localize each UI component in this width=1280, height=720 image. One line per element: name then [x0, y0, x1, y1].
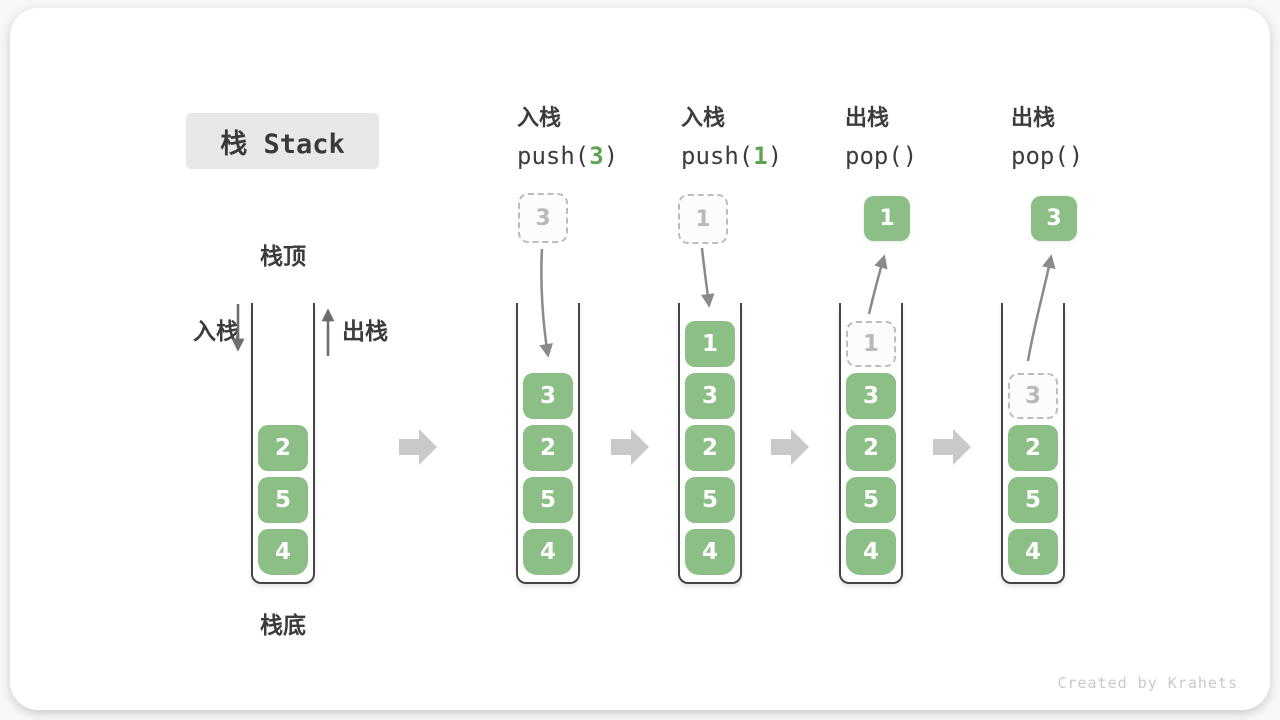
- watermark: Created by Krahets: [1057, 674, 1238, 692]
- stack-cell: 4: [523, 529, 573, 575]
- pop-direction-label: 出栈: [342, 319, 388, 345]
- stack-container-push1: 1 3 2 5 4: [678, 303, 742, 584]
- stack-cell: 5: [846, 477, 896, 523]
- flow-arrow-icon: [933, 429, 971, 465]
- title-box: 栈 Stack: [186, 113, 379, 169]
- incoming-element-box: 3: [518, 193, 568, 243]
- stack-cell: 5: [523, 477, 573, 523]
- code-post: ): [1068, 142, 1084, 170]
- stack-container-initial: 2 5 4: [251, 303, 315, 584]
- incoming-element-value: 1: [695, 206, 711, 232]
- stack-cell: 4: [258, 529, 308, 575]
- popped-element-value: 3: [1046, 206, 1062, 231]
- stack-cell: 3: [846, 373, 896, 419]
- stack-cell: 2: [685, 425, 735, 471]
- push-direction-label: 入栈: [193, 319, 239, 345]
- flow-arrow-icon: [771, 429, 809, 465]
- op-label: 出栈: [845, 106, 890, 131]
- op-code: push(3): [517, 142, 618, 170]
- incoming-element-value: 3: [535, 205, 551, 231]
- stack-cell: 4: [685, 529, 735, 575]
- stack-cell: 1: [685, 321, 735, 367]
- stack-cell: 2: [1008, 425, 1058, 471]
- op-label: 入栈: [517, 106, 562, 131]
- stack-cell: 5: [1008, 477, 1058, 523]
- stack-cell: 4: [1008, 529, 1058, 575]
- op-label: 入栈: [681, 106, 726, 131]
- stack-cell: 5: [685, 477, 735, 523]
- stack-cell: 2: [846, 425, 896, 471]
- code-post: ): [902, 142, 918, 170]
- code-arg: 1: [753, 142, 768, 170]
- stack-cell: 4: [846, 529, 896, 575]
- op-code: pop(): [1011, 142, 1083, 170]
- stack-container-push3: 3 2 5 4: [516, 303, 580, 584]
- column-header-pop3: 出栈 pop(): [1011, 106, 1083, 170]
- code-pre: push(: [517, 142, 590, 170]
- flow-arrow-icon: [611, 429, 649, 465]
- stack-cell: 3: [523, 373, 573, 419]
- popped-element-value: 1: [879, 206, 895, 231]
- popped-element-box: 3: [1031, 196, 1077, 241]
- stack-cell: 2: [258, 425, 308, 471]
- code-pre: pop(: [845, 142, 903, 170]
- flow-arrow-icon: [399, 429, 437, 465]
- stack-cell: 3: [685, 373, 735, 419]
- stack-cell-ghost: 1: [846, 321, 896, 367]
- code-arg: 3: [589, 142, 604, 170]
- incoming-element-box: 1: [678, 194, 728, 244]
- stack-cell: 2: [523, 425, 573, 471]
- stack-cell: 5: [258, 477, 308, 523]
- popped-element-box: 1: [864, 196, 910, 241]
- code-pre: push(: [681, 142, 754, 170]
- stack-container-pop1: 1 3 2 5 4: [839, 303, 903, 584]
- title-label: 栈 Stack: [220, 128, 345, 160]
- stack-cell-ghost: 3: [1008, 373, 1058, 419]
- op-code: pop(): [845, 142, 917, 170]
- column-header-push1: 入栈 push(1): [681, 106, 782, 170]
- code-post: ): [603, 142, 619, 170]
- op-label: 出栈: [1011, 106, 1056, 131]
- column-header-push3: 入栈 push(3): [517, 106, 618, 170]
- code-pre: pop(: [1011, 142, 1069, 170]
- stack-container-pop3: 3 2 5 4: [1001, 303, 1065, 584]
- column-header-pop1: 出栈 pop(): [845, 106, 917, 170]
- code-post: ): [767, 142, 783, 170]
- op-code: push(1): [681, 142, 782, 170]
- stack-top-label: 栈顶: [260, 244, 306, 270]
- stack-bottom-label: 栈底: [260, 613, 306, 639]
